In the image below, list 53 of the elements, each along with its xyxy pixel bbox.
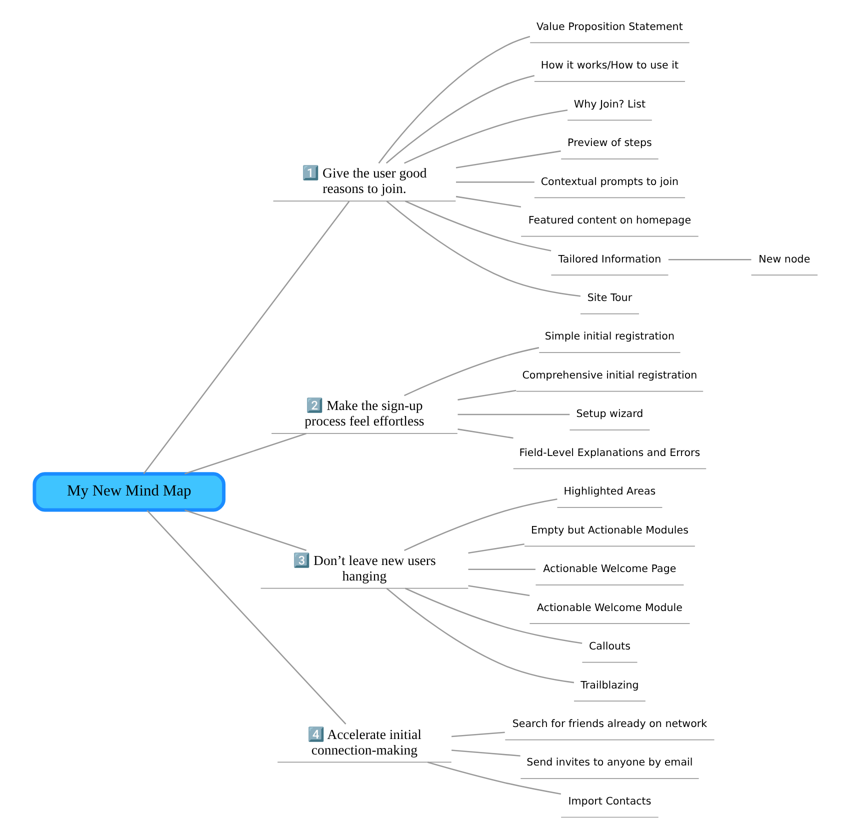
- node-box: My New Mind Map: [32, 472, 226, 512]
- node-text: Search for friends already on network: [512, 718, 708, 730]
- connector: [458, 414, 570, 416]
- node-text: Site Tour: [587, 292, 632, 304]
- node-text: Value Proposition Statement: [536, 20, 683, 33]
- connector: [404, 588, 582, 644]
- node-text: Simple initial registration: [544, 330, 675, 343]
- node-text: Comprehensive initial registration: [522, 369, 698, 382]
- node-text: Callouts: [588, 640, 630, 653]
- node-text: New node: [758, 253, 810, 266]
- node-text: 3⃣ Don’t leave new users hanging: [293, 552, 436, 584]
- node-text: Tailored Information: [558, 253, 662, 266]
- connector: [456, 196, 522, 208]
- connector: [378, 36, 530, 164]
- node-text: Preview of steps: [568, 137, 652, 150]
- connector: [184, 432, 307, 474]
- connector: [404, 110, 568, 164]
- node-text: Actionable Welcome Module: [536, 602, 683, 614]
- node-text: Send invites to anyone by email: [526, 756, 693, 769]
- connector: [146, 510, 346, 724]
- node-text: How it works/How to use it: [540, 60, 679, 72]
- connector: [458, 390, 516, 400]
- node-text: Setup wizard: [576, 408, 644, 420]
- node-text: 2⃣ Make the sign-up process feel effortless: [304, 398, 424, 429]
- node-text: Why Join? List: [574, 98, 646, 110]
- connector: [468, 585, 530, 596]
- connector: [386, 74, 535, 164]
- connector: [404, 498, 558, 552]
- connector: [451, 750, 520, 756]
- connector: [184, 510, 307, 552]
- node-text: 4⃣ Accelerate initial connection-making: [307, 726, 422, 758]
- node-text: Contextual prompts to join: [540, 176, 679, 188]
- connector: [451, 732, 505, 738]
- connector: [468, 543, 524, 554]
- node-text: Empty but Actionable Modules: [530, 524, 688, 536]
- node-text: 1⃣ Give the user good reasons to join.: [302, 166, 427, 196]
- node-text: Highlighted Areas: [564, 486, 656, 498]
- node-text: Trailblazing: [580, 679, 639, 692]
- node-text: Featured content on homepage: [528, 214, 692, 227]
- connector: [386, 588, 574, 684]
- connector: [668, 258, 752, 260]
- connector: [404, 347, 540, 396]
- node-text: Import Contacts: [568, 795, 652, 808]
- connector: [458, 428, 514, 439]
- connector: [468, 568, 536, 570]
- connector: [386, 200, 581, 297]
- node-text: Actionable Welcome Page: [543, 563, 676, 576]
- connector: [404, 200, 552, 252]
- connector: [427, 762, 562, 795]
- connector: [143, 200, 350, 474]
- connector: [456, 150, 561, 168]
- node-text: Field-Level Explanations and Errors: [519, 446, 700, 459]
- connector: [456, 182, 534, 183]
